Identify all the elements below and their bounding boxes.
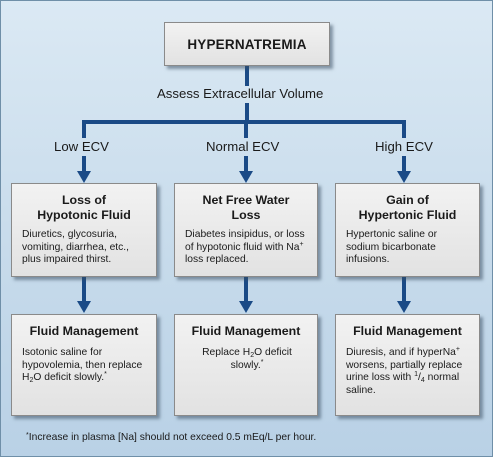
cause-title-line-2: Loss (231, 208, 261, 222)
footnote: *Increase in plasma [Na] should not exce… (26, 432, 316, 443)
cause-title-line-1: Gain of (386, 193, 429, 207)
management-box-normal-ecv: Fluid Management Replace H2O deficit slo… (174, 314, 318, 416)
cause-box-normal-ecv: Net Free Water Loss Diabetes insipidus, … (174, 183, 318, 277)
management-text: Isotonic saline for hypovolemia, then re… (22, 347, 143, 385)
footnote-text: Increase in plasma [Na] should not excee… (28, 432, 317, 443)
management-title: Fluid Management (29, 324, 139, 338)
normal-ecv-label: Normal ECV (206, 139, 280, 154)
management-text: Replace H2O deficit slowly.* (202, 347, 292, 371)
arrow-center-mid (239, 171, 253, 183)
cause-title-line-2: Hypertonic Fluid (358, 208, 457, 222)
management-box-high-ecv: Fluid Management Diuresis, and if hyperN… (335, 314, 480, 416)
cause-title: Loss of Hypotonic Fluid (22, 193, 148, 223)
root-box-hypernatremia: HYPERNATREMIA (164, 22, 330, 66)
low-ecv-label: Low ECV (54, 139, 109, 154)
arrow-right-mid (397, 171, 411, 183)
cause-title-line-2: Hypotonic Fluid (37, 208, 131, 222)
arrow-right-bot (397, 301, 411, 313)
high-ecv-label: High ECV (375, 139, 433, 154)
cause-text: Hypertonic saline or sodium bicarbonate … (346, 229, 437, 266)
cause-title-line-1: Loss of (61, 193, 107, 207)
cause-title-line-1: Net Free Water (202, 193, 290, 207)
cause-text: Diuretics, glycosuria, vomiting, diarrhe… (22, 229, 130, 266)
assess-ecv-label: Assess Extracellular Volume (157, 86, 324, 101)
management-box-low-ecv: Fluid Management Isotonic saline for hyp… (11, 314, 157, 416)
arrow-left-mid (77, 171, 91, 183)
root-title: HYPERNATREMIA (187, 36, 307, 52)
management-title: Fluid Management (353, 324, 462, 338)
arrow-left-bot (77, 301, 91, 313)
cause-title: Gain of Hypertonic Fluid (346, 193, 471, 223)
cause-box-high-ecv: Gain of Hypertonic Fluid Hypertonic sali… (335, 183, 480, 277)
arrow-center-bot (239, 301, 253, 313)
cause-box-low-ecv: Loss of Hypotonic Fluid Diuretics, glyco… (11, 183, 157, 277)
management-title: Fluid Management (191, 324, 301, 338)
cause-text: Diabetes insipidus, or loss of hypotonic… (185, 229, 305, 266)
cause-title: Net Free Water Loss (185, 193, 309, 223)
footnote-mark: * (26, 432, 29, 439)
management-text: Diuresis, and if hyperNa+ worsens, parti… (346, 346, 463, 396)
